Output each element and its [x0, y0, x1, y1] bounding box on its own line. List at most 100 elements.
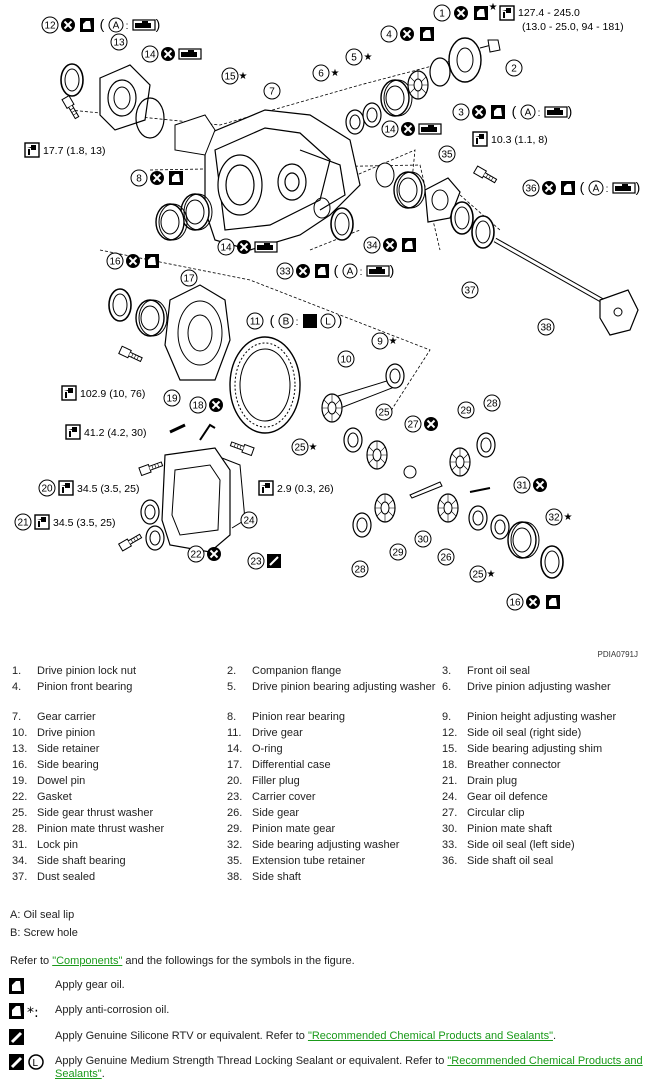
- legend-number: 34.: [12, 855, 28, 867]
- callout-22: 22: [187, 545, 205, 563]
- legend-number: 37.: [12, 871, 28, 883]
- legend-text: Pinion rear bearing: [252, 711, 345, 723]
- callout-24: 24: [240, 511, 258, 529]
- svg-text:32: 32: [548, 513, 560, 524]
- legend-text: Breather connector: [467, 759, 561, 771]
- svg-text:): ): [390, 262, 395, 278]
- legend-number: 11.: [227, 727, 242, 739]
- svg-text:18: 18: [192, 401, 204, 412]
- o-ring-part: [135, 97, 165, 139]
- svg-text:(: (: [100, 16, 105, 32]
- legend-number: 22.: [12, 791, 28, 803]
- legend-text: Pinion front bearing: [37, 681, 133, 693]
- svg-text:16: 16: [109, 257, 121, 268]
- svg-text:A: A: [347, 267, 354, 278]
- legend-text: Side bearing adjusting washer: [252, 839, 400, 851]
- callout-30: 30: [414, 530, 432, 548]
- side-retainer-part: [60, 63, 151, 131]
- torque-label-7: 34.5 (3.5, 25): [53, 517, 115, 529]
- svg-text:(: (: [270, 312, 275, 328]
- svg-text:21: 21: [17, 518, 29, 529]
- svg-text:3: 3: [458, 108, 464, 119]
- legend-text: Lock pin: [37, 839, 78, 851]
- callout-28: 28: [483, 394, 501, 412]
- torque-label-2: 17.7 (1.8, 13): [43, 145, 105, 157]
- svg-text:17: 17: [183, 274, 195, 285]
- callout-29b: 29: [389, 543, 407, 561]
- legend-number: 2.: [227, 665, 237, 677]
- chemical-products-link-2[interactable]: "Recommended Chemical Products and Seala…: [55, 1055, 643, 1080]
- callout-5: 5: [345, 48, 363, 66]
- svg-text:14: 14: [144, 50, 156, 61]
- legend-text: Side bearing: [37, 759, 99, 771]
- callout-12: 12: [41, 16, 59, 34]
- chemical-products-link-1[interactable]: "Recommended Chemical Products and Seala…: [307, 1030, 553, 1042]
- callout-6: 6: [312, 64, 330, 82]
- svg-text:8: 8: [136, 174, 142, 185]
- legend-number: 16.: [12, 759, 28, 771]
- notes: A: Oil seal lip B: Screw hole: [10, 906, 78, 942]
- exploded-view-diagram: 12 ( A : ) 13 14 15 ★ 7 6 ★ 5 ★ 4 1 ★ 12…: [14, 2, 640, 611]
- legend-text: Companion flange: [252, 665, 342, 677]
- legend-text: Front oil seal: [467, 665, 530, 677]
- legend-number: 7.: [12, 711, 22, 723]
- svg-text:★: ★: [389, 336, 398, 347]
- callout-25c: 25: [469, 565, 487, 583]
- callout-13: 13: [110, 33, 128, 51]
- svg-text:34: 34: [366, 241, 378, 252]
- callout-33: 33: [276, 262, 294, 280]
- callout-18: 18: [189, 396, 207, 414]
- legend-text: Carrier cover: [252, 791, 316, 803]
- callout-20: 20: [38, 479, 56, 497]
- callout-25: 25: [375, 403, 393, 421]
- star-mark: ★: [364, 52, 373, 63]
- legend-text: Side retainer: [37, 743, 100, 755]
- svg-text:37: 37: [464, 286, 476, 297]
- pinion-front-parts: [345, 37, 501, 135]
- legend-text: Drain plug: [467, 775, 518, 787]
- svg-text:A: A: [593, 184, 600, 195]
- star-mark: ★: [331, 68, 340, 79]
- side-shaft-parts: [375, 162, 639, 336]
- callout-26: 26: [437, 548, 455, 566]
- legend-number: 17.: [227, 759, 243, 771]
- svg-text:(: (: [334, 262, 339, 278]
- torque-label-4: 102.9 (10, 76): [80, 388, 145, 400]
- svg-text:A: A: [113, 21, 120, 32]
- legend-number: 1.: [12, 665, 22, 677]
- legend-number: 12.: [442, 727, 458, 739]
- legend-number: 30.: [442, 823, 458, 835]
- o-ring-lower-part: [313, 197, 331, 219]
- svg-text:5: 5: [351, 53, 357, 64]
- legend-number: 24.: [442, 791, 458, 803]
- svg-text:14: 14: [220, 243, 232, 254]
- callout-7: 7: [263, 82, 281, 100]
- svg-text:1: 1: [439, 9, 445, 20]
- callout-19: 19: [163, 389, 181, 407]
- legend-number: 36.: [442, 855, 458, 867]
- callout-21: 21: [14, 513, 32, 531]
- note-a: A: Oil seal lip: [10, 909, 75, 921]
- gear-carrier-part: [204, 109, 361, 251]
- pinion-mate-parts: [343, 427, 564, 579]
- svg-text:25: 25: [294, 443, 306, 454]
- legend-number: 4.: [12, 681, 22, 693]
- legend-text: Side shaft: [252, 871, 301, 883]
- svg-text:9: 9: [377, 337, 383, 348]
- callout-1: 1: [433, 4, 451, 22]
- legend-text: Side gear thrust washer: [37, 807, 154, 819]
- legend-text: Extension tube retainer: [252, 855, 366, 867]
- components-link[interactable]: "Components": [52, 955, 123, 967]
- svg-text::: :: [606, 184, 609, 195]
- legend-text: Circular clip: [467, 807, 525, 819]
- legend-text: Side shaft bearing: [37, 855, 126, 867]
- callout-16b: 16: [506, 593, 524, 611]
- legend-text: Pinion mate gear: [252, 823, 336, 835]
